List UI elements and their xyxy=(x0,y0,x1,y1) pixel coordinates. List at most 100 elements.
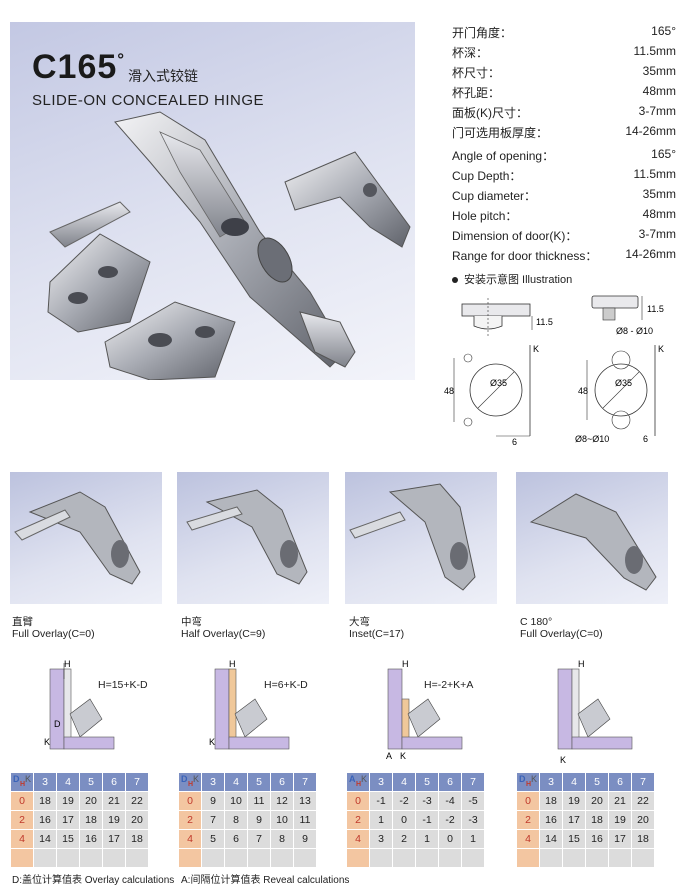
hero-model-title: C165° xyxy=(32,48,126,86)
formula-half-overlay: H=6+K-D xyxy=(264,679,308,691)
six-left: 6 xyxy=(512,437,517,447)
spec-label: Dimension of door(K)： xyxy=(452,229,578,243)
spec-row: Hole pitch： 48mm xyxy=(452,205,676,225)
variant-photo-inset xyxy=(345,472,497,604)
table-cell: 7 xyxy=(248,830,270,848)
spec-value: 11.5mm xyxy=(633,167,676,181)
corner-k: K xyxy=(360,774,367,784)
table-header-cell: 5 xyxy=(248,773,270,791)
table-cell: 16 xyxy=(34,811,56,829)
table-cell xyxy=(517,849,539,867)
table-cell: 17 xyxy=(57,811,79,829)
table-cell: 4 xyxy=(179,830,201,848)
table-cell: 20 xyxy=(632,811,654,829)
spec-value: 3-7mm xyxy=(638,104,676,118)
table-cell: 4 xyxy=(347,830,369,848)
table-header-cell: 6 xyxy=(609,773,631,791)
table-cell: 0 xyxy=(347,792,369,810)
table-cell: 18 xyxy=(586,811,608,829)
diagram-label-k: K xyxy=(560,755,566,765)
diagram-label-k: K xyxy=(209,737,215,747)
table-cell: -2 xyxy=(439,811,461,829)
table-cell: 6 xyxy=(225,830,247,848)
hinge-photo xyxy=(349,483,476,591)
table-header-cell: 5 xyxy=(80,773,102,791)
corner-d: D xyxy=(181,774,188,784)
spec-row: 门可选用板厚度：14-26mm xyxy=(452,122,676,142)
table-cell xyxy=(347,849,369,867)
table-cell: 19 xyxy=(57,792,79,810)
small-hole-dia: Ø8 - Ø10 xyxy=(616,326,653,336)
variant-photo-c180 xyxy=(516,472,668,604)
table-cell: 0 xyxy=(179,792,201,810)
table-cell: 11 xyxy=(248,792,270,810)
diagram-label-h: H xyxy=(229,659,236,669)
overlay-diagram-c180: H K xyxy=(557,659,633,765)
drill-plan-left: 48 Ø35 K 6 xyxy=(444,344,539,447)
table-header-cell: 6 xyxy=(439,773,461,791)
spec-label: Hole pitch： xyxy=(452,209,518,223)
cup-profile-left: 11.5 xyxy=(461,298,553,338)
table-cell: 2 xyxy=(11,811,33,829)
table-cell xyxy=(370,849,392,867)
table-cell: 4 xyxy=(11,830,33,848)
table-header-cell: 7 xyxy=(632,773,654,791)
table-row: 0-1-2-3-4-5 xyxy=(347,792,484,810)
table-row xyxy=(517,849,654,867)
table-cell: 2 xyxy=(347,811,369,829)
spec-label: Range for door thickness： xyxy=(452,249,598,263)
pitch-left: 48 xyxy=(444,386,454,396)
table-cell xyxy=(393,849,415,867)
spec-value: 14-26mm xyxy=(625,124,676,138)
table-header-cell: 3 xyxy=(34,773,56,791)
table-cell xyxy=(225,849,247,867)
table-cell: 8 xyxy=(271,830,293,848)
table-cell: -3 xyxy=(462,811,484,829)
table-cell: 9 xyxy=(202,792,224,810)
variant-label: C 180°Full Overlay(C=0) xyxy=(520,616,603,640)
table-cell: 21 xyxy=(103,792,125,810)
illustration-title: 安装示意图 Illustration xyxy=(452,271,572,287)
variant-label-cn: 直臂 xyxy=(12,616,33,628)
spec-row: Cup Depth：11.5mm xyxy=(452,165,676,185)
table-cell: 17 xyxy=(563,811,585,829)
k-right: K xyxy=(658,344,664,354)
table-cell xyxy=(462,849,484,867)
table-row xyxy=(11,849,148,867)
spec-value: 11.5mm xyxy=(633,44,676,58)
spec-row: Angle of opening： 165° xyxy=(452,145,676,165)
table-header-cell: 7 xyxy=(126,773,148,791)
table-cell: -1 xyxy=(370,792,392,810)
corner-h: H xyxy=(356,781,362,788)
spec-value: 165° xyxy=(651,147,676,161)
variant-label-en: Half Overlay(C=9) xyxy=(181,628,266,640)
corner-k: K xyxy=(192,774,199,784)
table-cell: 18 xyxy=(80,811,102,829)
hero-hinge-photo xyxy=(47,111,411,380)
table-cell xyxy=(126,849,148,867)
spec-label: Angle of opening： xyxy=(452,149,555,163)
table-cell: 18 xyxy=(632,830,654,848)
spec-value: 48mm xyxy=(642,207,676,221)
table-header-cell: 3 xyxy=(370,773,392,791)
table-cell: 19 xyxy=(563,792,585,810)
table-cell: 20 xyxy=(126,811,148,829)
diagram-label-k: K xyxy=(44,737,50,747)
corner-d: D xyxy=(13,774,20,784)
table-cell: 18 xyxy=(34,792,56,810)
illustration-title-text: 安装示意图 Illustration xyxy=(464,274,573,286)
table-header-cell: 6 xyxy=(271,773,293,791)
